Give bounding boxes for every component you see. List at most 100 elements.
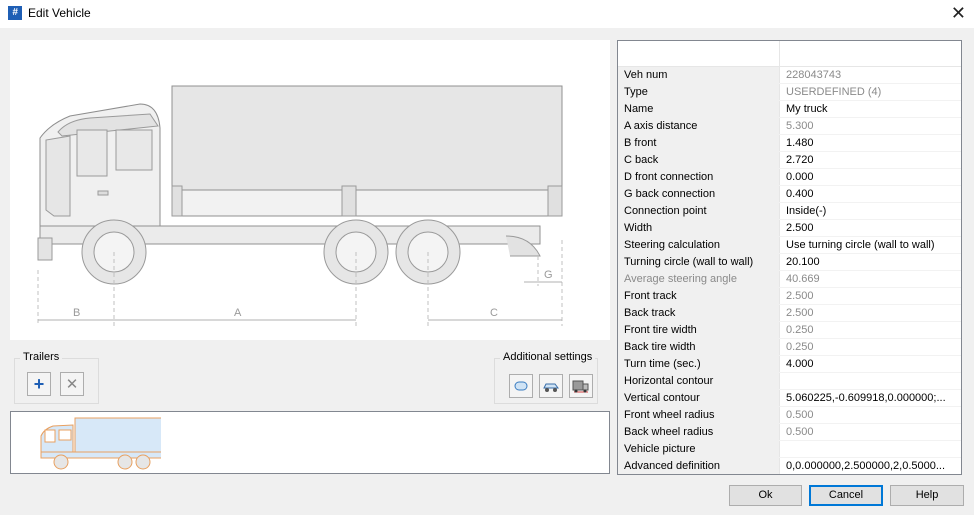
help-button[interactable]: Help	[890, 485, 964, 506]
property-name: Back tire width	[618, 339, 779, 356]
property-name: Connection point	[618, 203, 779, 220]
property-value[interactable]	[779, 373, 961, 390]
close-icon[interactable]: ✕	[950, 3, 966, 23]
truck-preview-image	[40, 417, 182, 470]
truck-settings-icon	[572, 380, 589, 393]
property-value[interactable]: 0.400	[779, 186, 961, 203]
property-value[interactable]	[779, 441, 961, 458]
truck-settings-button[interactable]	[569, 374, 593, 398]
property-value[interactable]: 1.480	[779, 135, 961, 152]
property-name: Turn time (sec.)	[618, 356, 779, 373]
vehicle-preview	[10, 411, 610, 474]
property-value: 5.300	[779, 118, 961, 135]
property-value[interactable]: 2.720	[779, 152, 961, 169]
property-value: 0.500	[779, 424, 961, 441]
property-row[interactable]: Turn time (sec.)4.000	[618, 356, 961, 373]
car-icon	[543, 383, 559, 392]
property-name: C back	[618, 152, 779, 169]
property-name: Veh num	[618, 67, 779, 84]
property-name: Steering calculation	[618, 237, 779, 254]
property-value[interactable]: 0,0.000000,2.500000,2,0.5000...	[779, 458, 961, 474]
property-value[interactable]: 2.500	[779, 220, 961, 237]
dimension-label-g: G	[544, 269, 553, 281]
property-value[interactable]: Inside(-)	[779, 203, 961, 220]
truck-side-view: B A C G	[37, 85, 563, 326]
property-name: Advanced definition	[618, 458, 779, 474]
property-name: Type	[618, 84, 779, 101]
plus-icon: +	[33, 374, 45, 394]
add-trailer-button[interactable]: +	[27, 372, 51, 396]
car-settings-button[interactable]	[539, 374, 563, 398]
property-row[interactable]: Horizontal contour	[618, 373, 961, 390]
property-value: USERDEFINED (4)	[779, 84, 961, 101]
property-name: Back track	[618, 305, 779, 322]
property-value[interactable]: 20.100	[779, 254, 961, 271]
property-value[interactable]: Use turning circle (wall to wall)	[779, 237, 961, 254]
property-name: Name	[618, 101, 779, 118]
dimension-label-c: C	[490, 307, 498, 319]
property-value[interactable]: 5.060225,-0.609918,0.000000;...	[779, 390, 961, 407]
trailers-label: Trailers	[20, 351, 63, 363]
property-name: D front connection	[618, 169, 779, 186]
additional-settings-label: Additional settings	[500, 351, 596, 363]
property-value[interactable]: 4.000	[779, 356, 961, 373]
property-value[interactable]: My truck	[779, 101, 961, 118]
additional-settings-group: Additional settings	[494, 351, 598, 404]
property-name: Turning circle (wall to wall)	[618, 254, 779, 271]
trailers-group: Trailers + ✕	[14, 351, 99, 404]
cancel-button[interactable]: Cancel	[809, 485, 883, 506]
property-name: Back wheel radius	[618, 424, 779, 441]
contour-icon	[514, 381, 528, 391]
property-value: 0.250	[779, 339, 961, 356]
property-value: 0.250	[779, 322, 961, 339]
property-row[interactable]: Vehicle picture	[618, 441, 961, 458]
property-name: Front tire width	[618, 322, 779, 339]
property-value: 0.500	[779, 407, 961, 424]
title-bar: # Edit Vehicle ✕	[0, 0, 974, 28]
contour-settings-button[interactable]	[509, 374, 533, 398]
window-title: Edit Vehicle	[28, 6, 91, 20]
ok-button[interactable]: Ok	[729, 485, 802, 506]
property-name: Horizontal contour	[618, 373, 779, 390]
property-grid-header	[618, 41, 961, 67]
property-row[interactable]: Turning circle (wall to wall)20.100	[618, 254, 961, 271]
x-icon: ✕	[65, 375, 79, 393]
property-name: Width	[618, 220, 779, 237]
property-value: 40.669	[779, 271, 961, 288]
app-icon: #	[8, 6, 22, 20]
property-value: 228043743	[779, 67, 961, 84]
vehicle-dimension-drawing: B A C G	[10, 40, 610, 340]
remove-trailer-button[interactable]: ✕	[60, 372, 84, 396]
property-name: Front wheel radius	[618, 407, 779, 424]
dimension-label-b: B	[73, 307, 80, 319]
property-name: A axis distance	[618, 118, 779, 135]
property-name: G back connection	[618, 186, 779, 203]
property-value: 2.500	[779, 305, 961, 322]
property-name: B front	[618, 135, 779, 152]
property-value[interactable]: 0.000	[779, 169, 961, 186]
property-value: 2.500	[779, 288, 961, 305]
property-name: Front track	[618, 288, 779, 305]
